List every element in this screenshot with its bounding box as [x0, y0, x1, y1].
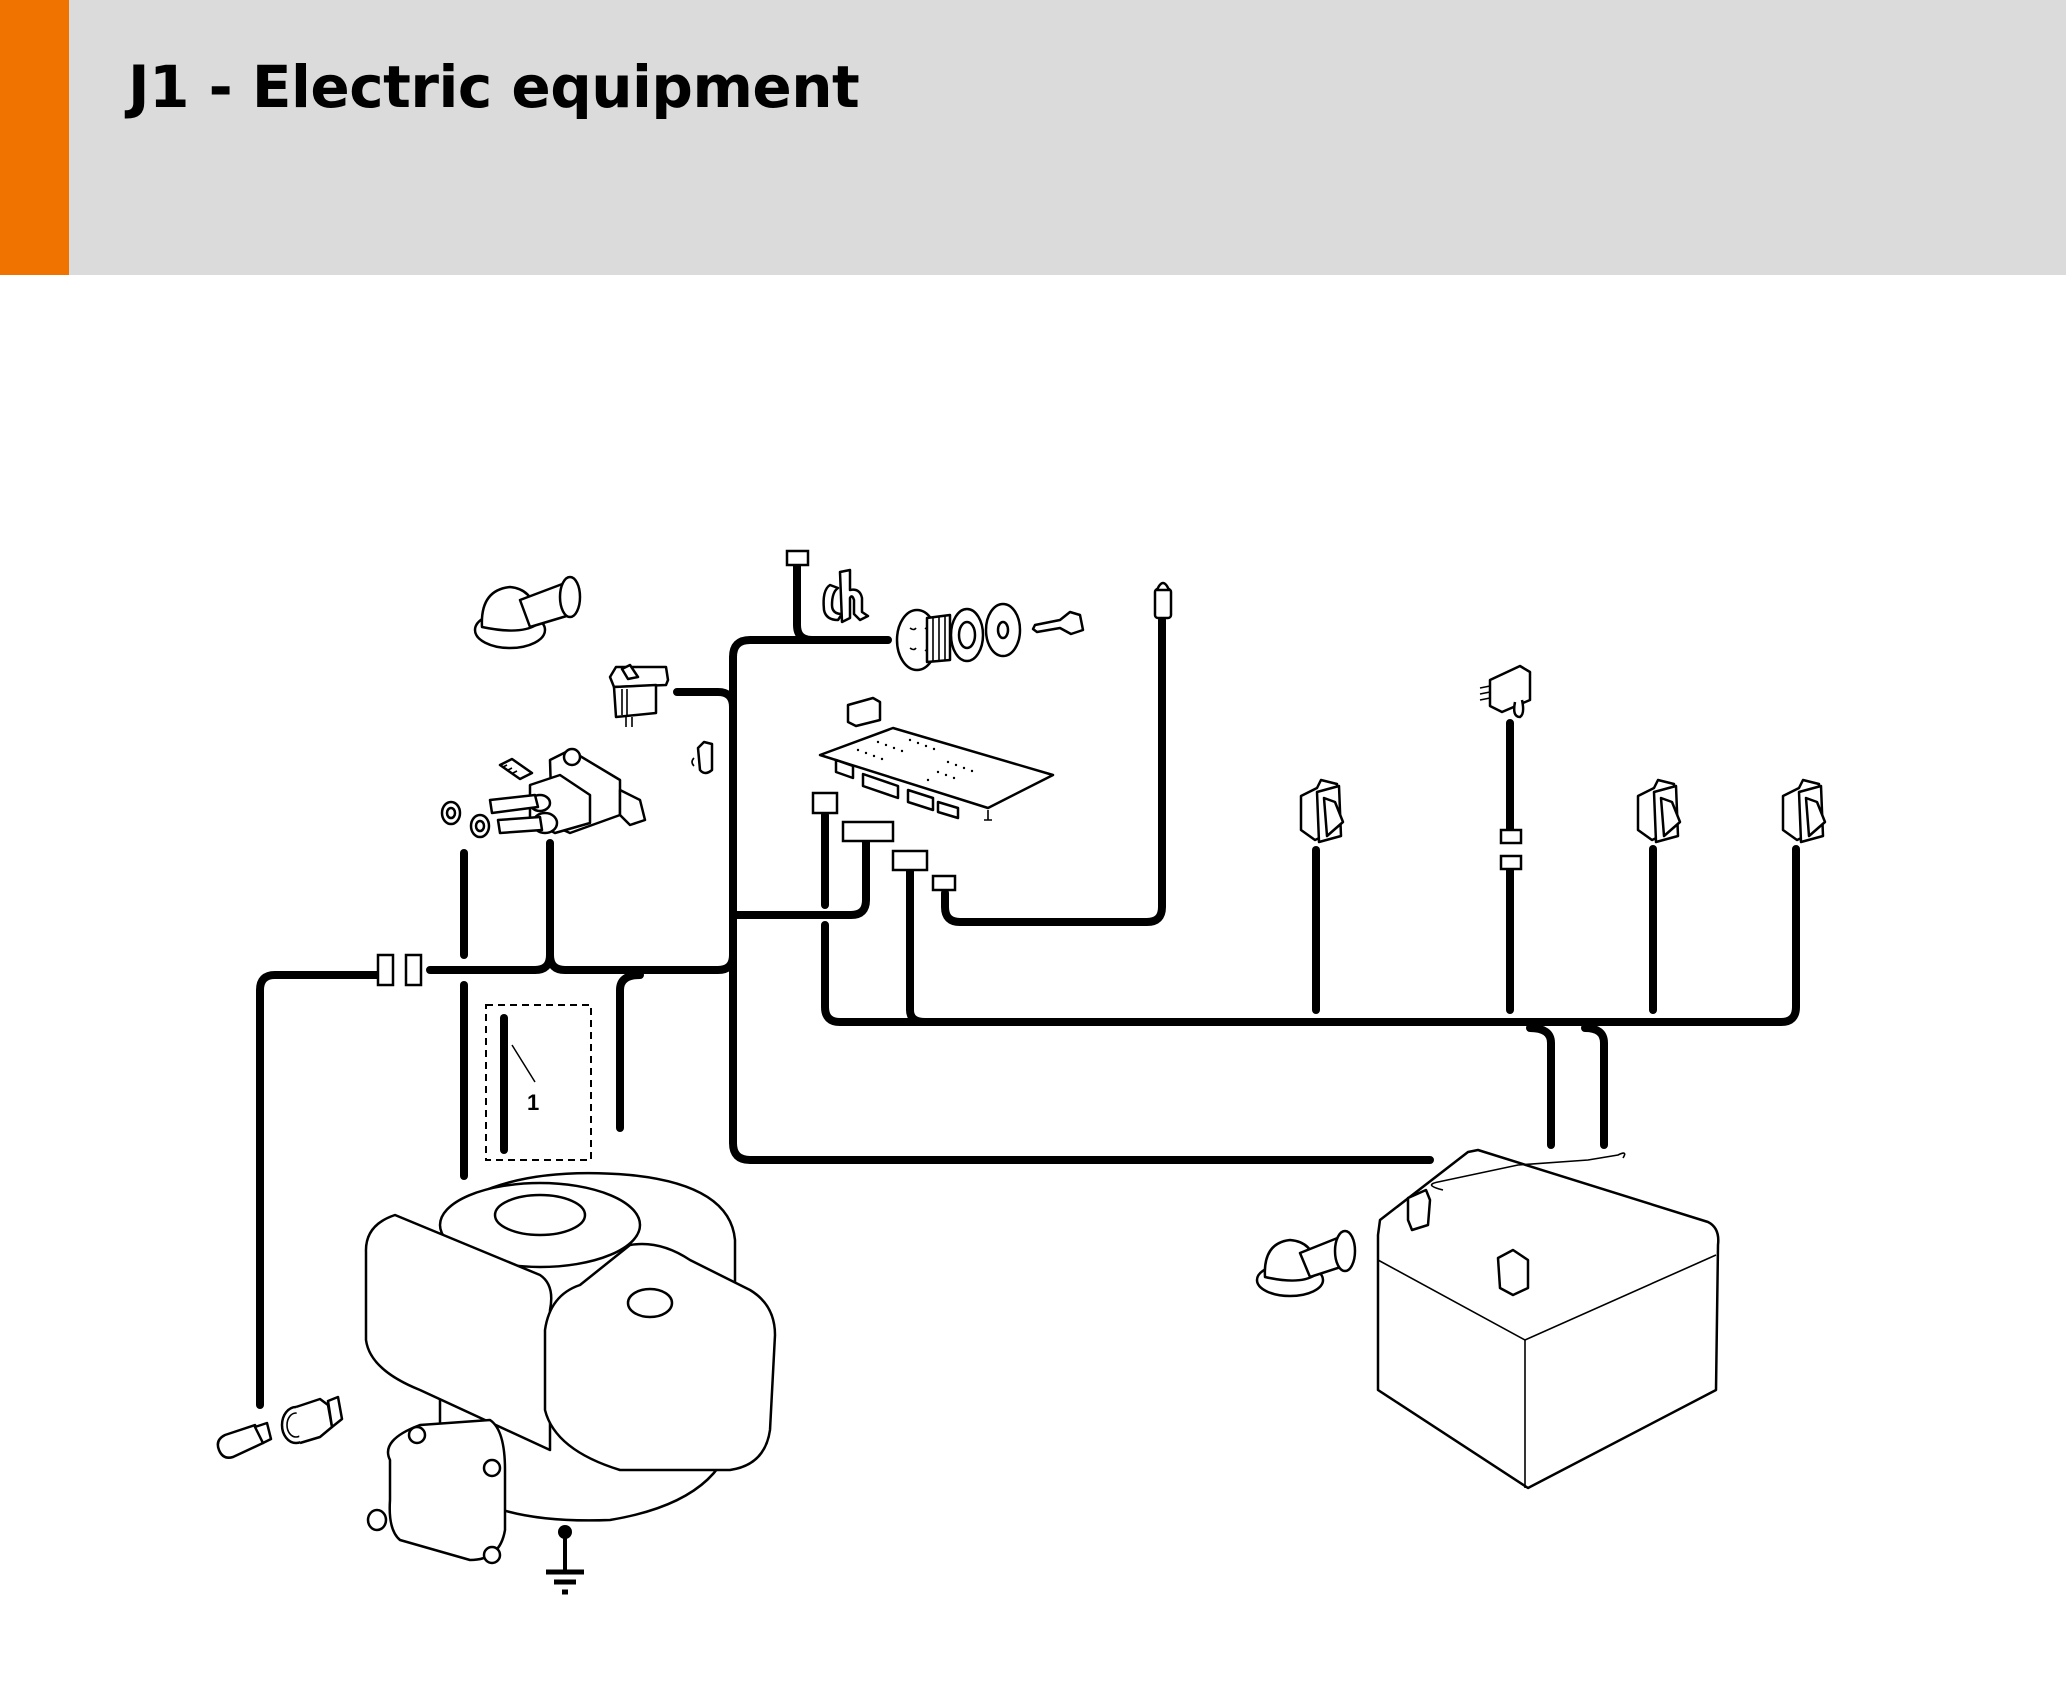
wire-engine-branch — [616, 971, 644, 1132]
connectors — [376, 549, 1523, 987]
wire-sensor — [941, 616, 1166, 926]
header-accent-bar — [0, 0, 69, 275]
wire-top-connector — [793, 561, 816, 644]
safety-switch-icon — [1636, 778, 1682, 844]
ignition-lock-icon — [895, 602, 1085, 672]
terminal-cap-icon — [473, 575, 582, 650]
callout-dashed-box — [485, 1004, 592, 1161]
connector-left-b — [404, 953, 423, 987]
wire-bulb — [256, 971, 387, 1409]
wire-battery-1 — [1526, 1024, 1555, 1149]
engine-icon — [364, 1171, 777, 1565]
safety-switch-icon — [1781, 778, 1827, 844]
wire-board-c — [821, 864, 1320, 1026]
connector-board-b — [841, 820, 895, 843]
battery-icon — [1376, 1148, 1720, 1490]
cable-clip-icon — [822, 568, 870, 624]
wire-rocker-switch — [673, 688, 737, 711]
nut-icon — [440, 800, 491, 839]
starter-solenoid-icon — [488, 747, 647, 835]
connector-relay-b — [1499, 854, 1523, 871]
wire-main-trunk — [729, 636, 1434, 1164]
connector-board-a — [811, 791, 839, 815]
terminal-cap-icon — [1255, 1229, 1357, 1298]
callout-label: 1 — [527, 1090, 539, 1115]
callout-leader-line — [511, 1044, 536, 1083]
connector-relay-a — [1499, 828, 1523, 845]
harness-clip-icon — [691, 740, 714, 775]
wire-harness — [256, 561, 1800, 1409]
bulb-icon — [216, 1421, 273, 1459]
safety-switch-icon — [1299, 778, 1345, 844]
control-board-icon — [818, 696, 1055, 821]
sensor-icon — [1153, 581, 1173, 620]
bulb-socket-icon — [280, 1395, 344, 1445]
connector-board-c — [891, 849, 929, 872]
connector-board-d — [931, 874, 957, 892]
connector-top — [785, 549, 810, 567]
wire-left-horizontal — [426, 839, 737, 974]
wire-battery-2 — [1581, 1024, 1608, 1149]
page-header: J1 - Electric equipment — [0, 0, 2066, 275]
callout-1: 1 — [485, 1004, 592, 1161]
wire-right-bus — [1312, 845, 1800, 1026]
connector-left-a — [376, 953, 395, 987]
page-title: J1 - Electric equipment — [128, 53, 860, 121]
nut-icon — [366, 1508, 388, 1532]
ground-icon — [546, 1525, 584, 1595]
relay-icon — [1479, 664, 1532, 719]
wire-board-branch — [729, 836, 870, 919]
rocker-switch-icon — [608, 663, 670, 727]
